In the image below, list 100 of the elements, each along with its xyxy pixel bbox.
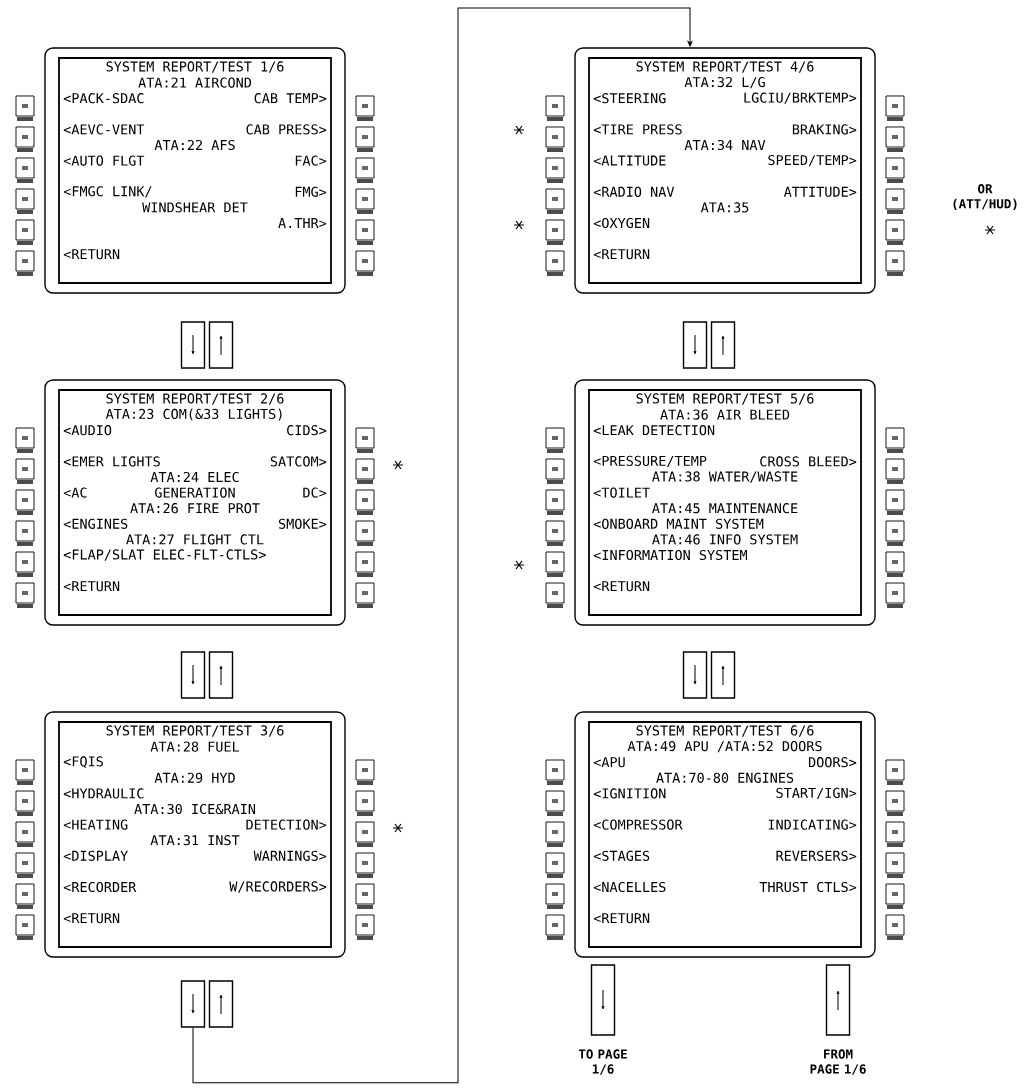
key-caption: FROM PAGE 1/6: [810, 1049, 866, 1075]
menu-item: <RETURN: [593, 249, 650, 260]
menu-item: ATA:26 FIRE PROT: [130, 503, 260, 514]
menu-item: ATA:27 FLIGHT CTL: [126, 534, 264, 545]
menu-item: <APU: [593, 757, 625, 768]
menu-item: <DISPLAY: [63, 850, 128, 861]
arrow-key: [208, 651, 234, 699]
menu-item: CROSS BLEED>: [760, 456, 857, 467]
menu-item: CIDS>: [287, 425, 327, 436]
menu-item: <AC: [63, 487, 87, 498]
menu-item: <HEATING: [63, 819, 128, 830]
menu-item: <RETURN: [63, 581, 120, 592]
menu-item: <FMGC LINK/: [63, 186, 152, 198]
menu-item: <ENGINES: [63, 518, 128, 529]
menu-item: ATA:31 INST: [150, 835, 240, 846]
note-text: OR (ATT/HUD): [953, 184, 1017, 210]
screen-title: SYSTEM REPORT/TEST 5/6: [636, 393, 814, 405]
menu-item: ATTITUDE>: [783, 186, 857, 197]
menu-item: ATA:34 NAV: [684, 139, 766, 151]
menu-item: ATA:35: [700, 202, 749, 213]
connector-arrow: [192, 7, 693, 1084]
menu-item: <OXYGEN: [593, 217, 650, 229]
menu-item: ATA:36 AIR BLEED: [660, 409, 790, 420]
menu-item: FMG>: [295, 186, 327, 197]
menu-item: WINDSHEAR DET: [142, 202, 248, 213]
menu-item: <PACK-SDAC: [63, 93, 144, 104]
menu-item: <AUTO FLGT: [63, 155, 145, 166]
menu-item: DETECTION>: [246, 819, 327, 830]
arrow-key: [180, 651, 206, 699]
menu-item: <HYDRAULIC: [63, 788, 144, 799]
menu-item: ATA:49 APU /ATA:52 DOORS: [627, 740, 822, 753]
menu-item: DOORS>: [808, 757, 857, 768]
menu-item: WARNINGS>: [253, 850, 327, 861]
menu-item: <AEVC-VENT: [63, 124, 145, 135]
menu-item: <RETURN: [63, 913, 120, 924]
arrow-key: [208, 321, 234, 369]
menu-item: ATA:38 WATER/WASTE: [652, 471, 798, 483]
menu-item: <LEAK DETECTION: [593, 425, 715, 436]
menu-item: <RETURN: [63, 249, 120, 260]
menu-item: SATCOM>: [270, 456, 327, 467]
arrow-key: [180, 321, 206, 369]
menu-item: DC>: [303, 487, 327, 498]
menu-item: ATA:21 AIRCOND: [138, 77, 252, 88]
menu-item: ATA:29 HYD: [154, 772, 235, 783]
menu-item: <RETURN: [593, 913, 650, 924]
menu-item: <STEERING: [593, 93, 666, 104]
menu-item: ATA:22 AFS: [154, 139, 235, 151]
menu-item: ATA:32 L/G: [684, 76, 765, 89]
menu-item: <COMPRESSOR: [593, 819, 683, 830]
screen-title: SYSTEM REPORT/TEST 3/6: [106, 725, 284, 737]
screen-title: SYSTEM REPORT/TEST 6/6: [636, 725, 814, 737]
arrow-key: [208, 980, 234, 1028]
menu-item: <RADIO NAV: [593, 186, 675, 197]
menu-item: ATA:30 ICE&RAIN: [134, 803, 256, 815]
menu-item: LGCIU/BRKTEMP>: [744, 92, 857, 104]
arrow-key: [710, 651, 736, 699]
screen-title: SYSTEM REPORT/TEST 2/6: [106, 393, 284, 405]
menu-item: SMOKE>: [278, 518, 327, 529]
arrow-key: [590, 964, 616, 1036]
menu-item: <ALTITUDE: [593, 155, 666, 166]
menu-item: <ONBOARD MAINT SYSTEM: [593, 518, 764, 529]
menu-item: THRUST CTLS>: [759, 881, 857, 893]
menu-item: <FLAP/SLAT ELEC-FLT-CTLS>: [63, 549, 266, 561]
menu-item: <PRESSURE/TEMP: [593, 455, 707, 468]
menu-item: BRAKING>: [792, 124, 857, 135]
menu-item: START/IGN>: [776, 787, 857, 800]
screen-title: SYSTEM REPORT/TEST 1/6: [106, 61, 284, 73]
arrow-key: [825, 964, 851, 1036]
menu-item: ATA:28 FUEL: [150, 741, 240, 752]
menu-item: <RETURN: [593, 581, 650, 592]
menu-item: INDICATING>: [768, 819, 857, 830]
arrow-key: [682, 651, 708, 699]
menu-item: <TOILET: [593, 487, 650, 498]
menu-item: ATA:45 MAINTENANCE: [652, 503, 798, 514]
menu-item: <STAGES: [593, 850, 650, 861]
menu-item: <AUDIO: [63, 425, 112, 436]
menu-item: <TIRE PRESS: [593, 124, 682, 135]
menu-item: ATA:23 COM(&33 LIGHTS): [105, 408, 282, 421]
menu-item: CAB TEMP>: [254, 93, 327, 104]
menu-item: ATA:70-80 ENGINES: [656, 772, 794, 783]
menu-item: REVERSERS>: [776, 850, 857, 861]
arrow-key: [180, 980, 206, 1028]
menu-item: <RECORDER: [63, 881, 137, 893]
arrow-key: [710, 321, 736, 369]
menu-item: <IGNITION: [593, 788, 666, 799]
menu-item: W/RECORDERS>: [229, 881, 327, 893]
menu-item: ATA:24 ELEC: [150, 471, 239, 483]
menu-item: <FQIS: [63, 756, 103, 769]
menu-item: GENERATION: [155, 487, 235, 498]
menu-item: CAB PRESS>: [246, 124, 327, 135]
screen-title: SYSTEM REPORT/TEST 4/6: [636, 61, 814, 73]
menu-item: ATA:46 INFO SYSTEM: [652, 534, 798, 545]
menu-item: A.THR>: [278, 218, 327, 228]
menu-item: <INFORMATION SYSTEM: [593, 549, 748, 561]
menu-item: SPEED/TEMP>: [768, 154, 857, 167]
key-caption: TO PAGE 1/6: [578, 1049, 627, 1075]
arrow-key: [682, 321, 708, 369]
menu-item: <NACELLES: [593, 881, 666, 893]
menu-item: <EMER LIGHTS: [63, 456, 160, 467]
menu-item: FAC>: [295, 155, 327, 166]
